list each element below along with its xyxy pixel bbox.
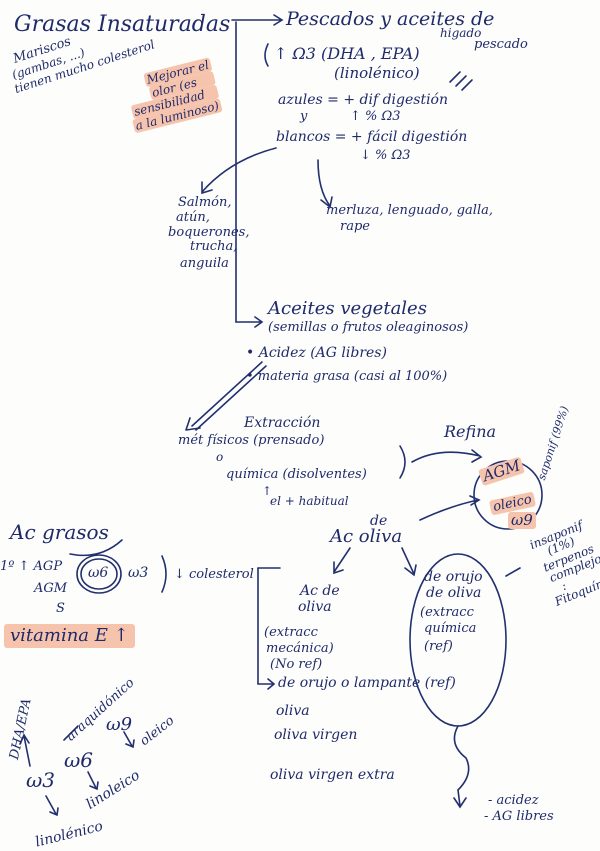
bottom-w6: ω6 <box>64 748 94 772</box>
arrow-insaponif <box>505 567 521 577</box>
merluza-text: merluza, lenguado, galla, <box>326 203 493 218</box>
vitamina-e-highlight: vitamina E ↑ <box>4 624 135 648</box>
arrow-orujo-line <box>257 567 276 690</box>
s-text: S <box>56 601 65 616</box>
arrow-dha <box>19 733 31 767</box>
brace-colesterol <box>161 555 167 593</box>
w6-circle <box>76 554 122 594</box>
arrow-to-refina <box>411 449 483 463</box>
azules-text: azules = + dif digestión <box>278 92 448 108</box>
acdeoliva-l3: (No ref) <box>270 657 323 672</box>
arrow-w3-linolenico <box>45 795 59 817</box>
acidez-text: - acidez <box>488 793 539 808</box>
azules-omega: ↑ % Ω3 <box>350 109 401 124</box>
orujo-l3: (ref) <box>424 639 453 654</box>
orujo-lampante: de orujo o lampante (ref) <box>278 675 456 691</box>
arrow-araq <box>63 725 79 741</box>
arrow-aceites <box>235 316 264 328</box>
aceites-sub: (semillas o frutos oleaginosos) <box>268 320 469 335</box>
fish-list-left: Salmón, atún, boquerones, trucha, anguil… <box>168 195 250 271</box>
blancos-text: blancos = + fácil digestión <box>276 129 468 145</box>
bottom-w9: ω9 <box>106 714 133 735</box>
higado-text: higado <box>440 26 482 40</box>
slashes <box>449 71 473 91</box>
blancos-omega: ↓ % Ω3 <box>360 148 411 163</box>
agp-text: 1º ↑ AGP <box>0 559 63 574</box>
colesterol-text: ↓ colesterol <box>174 567 254 582</box>
arrow-to-agm <box>419 495 481 521</box>
linolenico-text: (linolénico) <box>334 64 420 82</box>
extraccion-o: o <box>216 450 224 464</box>
brace-omega <box>264 43 269 67</box>
quimica-disolventes: química (disolventes) <box>226 467 367 482</box>
acdeoliva-l1: (extracc <box>264 625 318 640</box>
acdeoliva-title1: Ac de <box>300 583 340 599</box>
arrow-w6-lin <box>87 771 99 791</box>
squiggle-down <box>453 725 470 809</box>
oliva-text: oliva <box>276 703 310 719</box>
pescado-text: pescado <box>474 37 528 52</box>
ag-libres-text: - AG libres <box>484 809 554 824</box>
rape-text: rape <box>340 219 370 234</box>
met-fisicos: mét físicos (prensado) <box>178 433 325 448</box>
arrow-to-merluza <box>317 159 333 209</box>
w3-text: ω3 <box>128 565 149 581</box>
pescados-title: Pescados y aceites de <box>286 8 495 30</box>
acdeoliva-l2: mecánica) <box>266 641 334 656</box>
oliva-virgen-text: oliva virgen <box>274 727 358 743</box>
title-grasas-insaturadas: Grasas Insaturadas <box>14 12 231 37</box>
refina-text: Refina <box>444 422 497 441</box>
arrow-w9-oleico <box>123 731 135 749</box>
arrow-grasas-pescados <box>231 14 284 26</box>
orujo-title1: de orujo <box>424 569 483 585</box>
extraccion-up-arrow: ↑ <box>262 484 273 498</box>
arrow-to-orujo <box>401 547 417 577</box>
w9-highlight: ω9 <box>508 512 536 529</box>
materia-bullet: • materia grasa (casi al 100%) <box>246 369 448 384</box>
acidez-bullet: • Acidez (AG libres) <box>246 345 387 361</box>
aceites-vegetales-title: Aceites vegetales <box>268 298 427 319</box>
orujo-title2: de oliva <box>426 585 482 601</box>
arrow-to-salmon <box>201 147 277 195</box>
mas-habitual: el + habitual <box>270 494 349 508</box>
orujo-l1: (extracc <box>420 605 474 620</box>
arrow-acgrasos <box>69 539 123 557</box>
oliva-virgen-extra-text: oliva virgen extra <box>270 767 395 783</box>
orujo-l2: química <box>424 621 477 636</box>
bottom-w3: ω3 <box>26 768 56 792</box>
acdeoliva-title2: oliva <box>298 599 332 615</box>
brace-extraccion <box>399 445 406 479</box>
ac-grasos-title: Ac grasos <box>10 520 109 544</box>
w6-text: ω6 <box>88 565 109 581</box>
azules-y: y <box>300 109 308 124</box>
agm-text: AGM <box>34 581 68 596</box>
ac-oliva-de: de <box>370 513 388 529</box>
extraccion-title: Extracción <box>244 415 321 431</box>
ac-oliva-title: Ac oliva <box>330 526 403 547</box>
arrow-to-acdeoliva <box>333 547 351 575</box>
omega3-dha-epa: ↑ Ω3 (DHA , EPA) <box>274 44 420 63</box>
